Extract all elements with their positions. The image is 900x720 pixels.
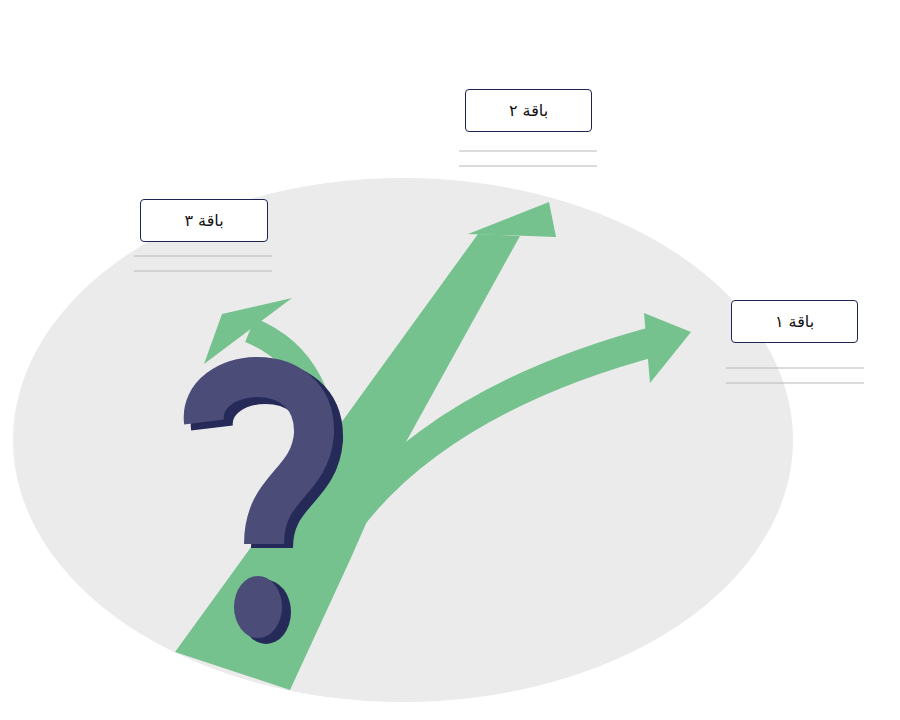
placeholder-line [726, 368, 864, 369]
right-arrow-head [644, 313, 691, 383]
placeholder-line [459, 151, 597, 152]
path-arrows [175, 202, 691, 690]
background-ellipse [13, 178, 793, 702]
package-box: باقة ٢ [465, 89, 592, 132]
question-mark-front [204, 377, 314, 544]
placeholder-lines [134, 151, 864, 383]
placeholder-line [134, 271, 272, 272]
package-box: باقة ١ [731, 300, 858, 343]
package-box: باقة ٣ [140, 199, 268, 242]
right-arrow-shaft [305, 340, 660, 600]
placeholder-line [459, 166, 597, 167]
question-dot-front [234, 576, 282, 638]
placeholder-line [134, 256, 272, 257]
left-arrow-head [204, 298, 292, 364]
package-label: باقة ٢ [509, 101, 548, 120]
placeholder-line [726, 383, 864, 384]
package-label: باقة ١ [775, 312, 814, 331]
middle-arrow-shaft [175, 234, 520, 690]
middle-arrow-head [468, 202, 556, 237]
question-mark [204, 377, 322, 644]
package-label: باقة ٣ [184, 211, 223, 230]
